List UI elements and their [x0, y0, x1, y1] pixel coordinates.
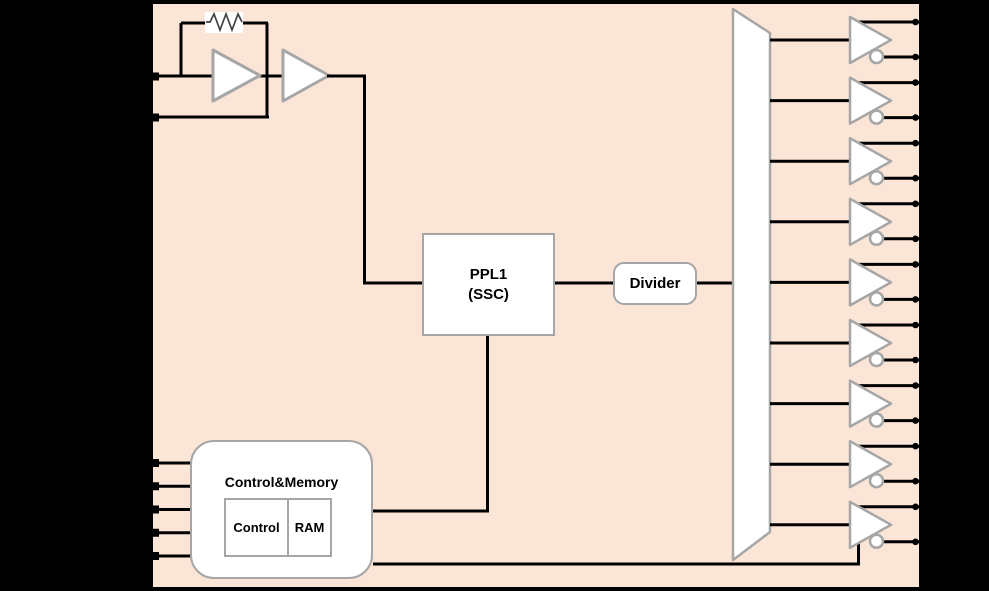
output-buffer-symbol [848, 379, 893, 428]
output-pin-dot [912, 53, 919, 61]
output-buffer-array [770, 15, 919, 550]
pll-label-line1: PPL1 [469, 266, 508, 283]
fanout-mux-symbol [731, 7, 772, 562]
control-pin-dot [151, 459, 159, 467]
output-pin-dot [912, 235, 919, 243]
output-pin-dot [912, 538, 919, 546]
output-buffer-symbol [848, 76, 893, 125]
xout-pin-dot [151, 113, 159, 122]
inverter-bubble-icon [868, 412, 885, 428]
pll-block: PPL1 (SSC) [422, 233, 555, 336]
inverter-bubble-icon [868, 109, 885, 125]
output-pin-dot [912, 139, 919, 147]
control-pin-dot [151, 528, 159, 537]
output-pin-dot [912, 261, 919, 268]
oscillator-section [151, 11, 422, 285]
control-memory-block: Control&Memory Control RAM [190, 440, 373, 579]
control-subblock: Control [224, 498, 289, 557]
divider-label: Divider [629, 275, 681, 292]
ram-label: RAM [294, 520, 325, 535]
output-buffer-symbol [848, 136, 893, 186]
output-pin-dot [912, 321, 919, 329]
output-pin-dot [912, 442, 919, 450]
inverter-bubble-icon [868, 351, 885, 368]
output-pin-dot [912, 114, 919, 121]
divider-block: Divider [613, 262, 697, 305]
output-buffer-symbol [848, 439, 893, 489]
control-pin-dot [151, 552, 159, 560]
output-buffer-symbol [848, 15, 893, 65]
output-buffer-symbol [848, 318, 893, 368]
output-pin-dot [912, 503, 919, 511]
resistor-icon [206, 11, 243, 33]
ram-subblock: RAM [287, 498, 332, 557]
inverter-bubble-icon [868, 472, 885, 489]
output-buffer-symbol [848, 500, 893, 550]
inverter-bubble-icon [868, 169, 885, 186]
output-buffer-symbol [848, 258, 893, 307]
control-memory-title: Control&Memory [224, 474, 339, 490]
output-pin-dot [912, 18, 919, 26]
output-pin-dot [912, 200, 919, 208]
inverter-bubble-icon [868, 291, 885, 307]
control-input-pins [151, 459, 192, 560]
output-pin-dot [912, 477, 919, 485]
crystal-amp-symbol [211, 48, 262, 103]
inverter-bubble-icon [868, 533, 885, 550]
pll-label-line2: (SSC) [468, 285, 509, 303]
xin-pin-dot [151, 72, 159, 81]
inverter-bubble-icon [868, 48, 885, 65]
output-pin-dot [912, 417, 919, 424]
control-label: Control [233, 520, 280, 535]
output-pin-dot [912, 356, 919, 364]
inverter-bubble-icon [868, 230, 885, 247]
output-pin-dot [912, 296, 919, 303]
output-buffer-symbol [848, 197, 893, 247]
control-pin-dot [151, 482, 159, 491]
output-pin-dot [912, 382, 919, 389]
control-pin-dot [151, 505, 159, 514]
output-pin-dot [912, 79, 919, 86]
osc-buffer-symbol [281, 48, 331, 103]
output-pin-dot [912, 174, 919, 182]
